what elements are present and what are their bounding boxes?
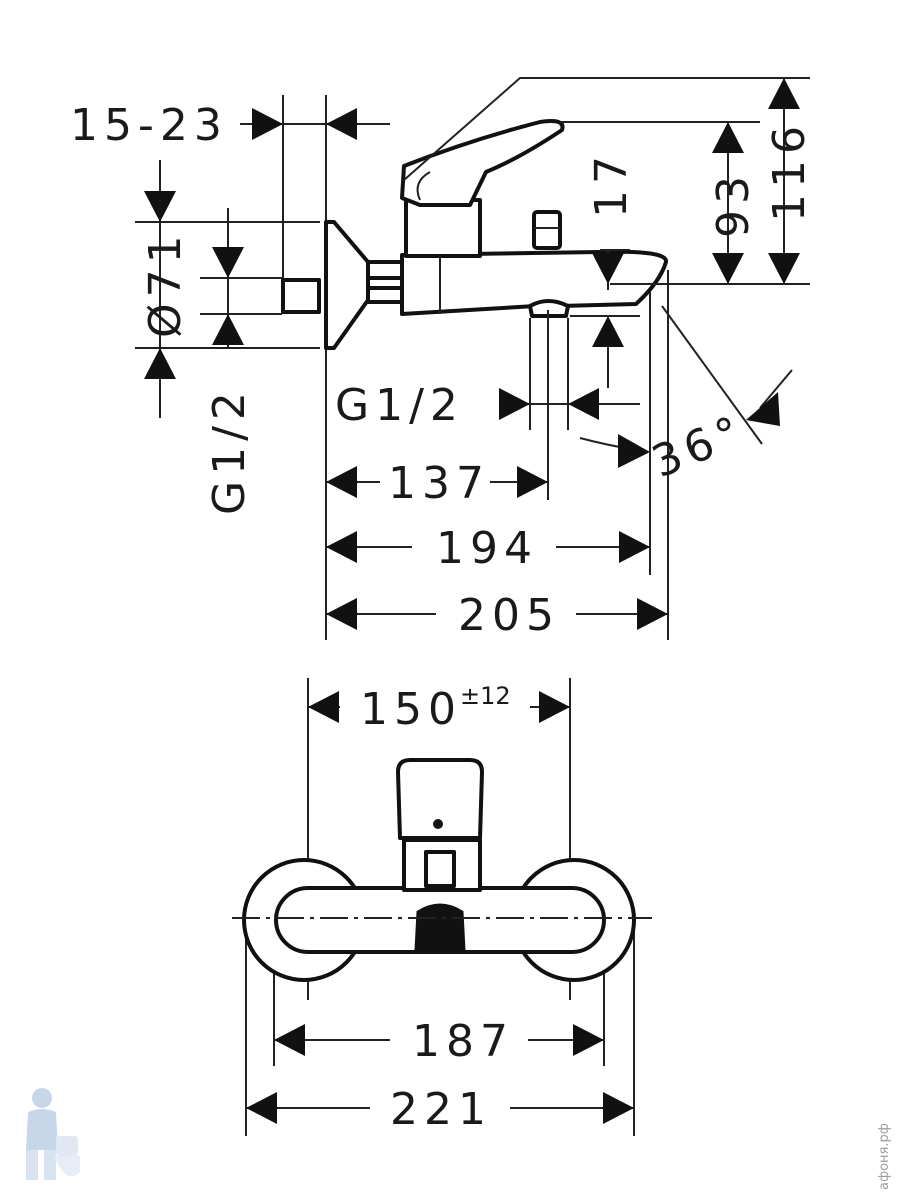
arrow-187-b xyxy=(573,1024,604,1056)
watermark-site: афоня.рф xyxy=(877,1123,892,1190)
arrow-150-a xyxy=(308,691,339,723)
arrow-g12-top xyxy=(212,247,244,278)
arrow-187-a xyxy=(274,1024,305,1056)
arrow-150-b xyxy=(539,691,570,723)
outlet-aerator xyxy=(528,299,570,318)
label-height-116: 116 xyxy=(764,120,815,222)
label-body-diameter: Ø71 xyxy=(140,229,191,338)
rosette xyxy=(324,220,370,350)
label-outlet-thread: G1/2 xyxy=(335,380,464,431)
arrow-17-bottom xyxy=(592,316,624,347)
arrow-137-a xyxy=(326,466,357,498)
label-spout-angle: 36° xyxy=(645,405,753,488)
lever-dot xyxy=(433,819,443,829)
arrow-g12o-b xyxy=(568,388,599,420)
arrow-d71-bottom xyxy=(144,348,176,379)
label-inlet-thread: G1/2 xyxy=(204,386,255,515)
plumber-mascot-icon xyxy=(26,1088,80,1180)
arrow-93-top xyxy=(712,122,744,153)
arrow-g12o-a xyxy=(499,388,530,420)
label-spout-17: 17 xyxy=(586,150,637,218)
angle-line xyxy=(661,305,763,445)
arrow-116-top xyxy=(768,78,800,109)
arrow-205-a xyxy=(326,598,357,630)
arrow-194-a xyxy=(326,531,357,563)
label-dim-187: 187 xyxy=(412,1016,514,1067)
label-depth-range: 15-23 xyxy=(70,100,228,151)
arrow-221-a xyxy=(246,1092,277,1124)
label-dim-137: 137 xyxy=(388,458,490,509)
side-view: 15-23 Ø71 G1/2 93 116 17 G1/2 xyxy=(70,77,815,641)
angle-leader xyxy=(759,369,793,409)
arrow-137-b xyxy=(517,466,548,498)
inlet-stub xyxy=(281,278,321,314)
front-stem xyxy=(424,850,456,888)
arrow-angle-a xyxy=(618,434,650,468)
front-outlet xyxy=(414,903,466,952)
arrow-15-23-b xyxy=(326,108,357,140)
nut-lower xyxy=(366,286,404,304)
lever-handle xyxy=(400,119,565,207)
front-view: 150 ±12 187 221 xyxy=(232,678,652,1136)
cartridge-housing xyxy=(404,198,482,258)
arrow-221-b xyxy=(603,1092,634,1124)
diverter-knob xyxy=(532,210,562,250)
lever-swing-line xyxy=(403,77,810,181)
arrow-d71-top xyxy=(144,191,176,222)
label-dim-205: 205 xyxy=(458,590,560,641)
lever-curve xyxy=(416,171,431,201)
front-lever xyxy=(396,758,484,840)
arrow-g12-bottom xyxy=(212,314,244,345)
arrow-194-b xyxy=(619,531,650,563)
nut-upper xyxy=(366,260,404,280)
label-center-tolerance: ±12 xyxy=(460,682,511,710)
label-center-distance: 150 xyxy=(360,684,462,735)
label-height-93: 93 xyxy=(708,170,759,238)
arrow-angle-b xyxy=(746,392,780,426)
label-dim-221: 221 xyxy=(390,1084,492,1135)
arrow-93-bottom xyxy=(712,253,744,284)
arrow-205-b xyxy=(637,598,668,630)
arrow-17-top xyxy=(592,253,624,284)
arrow-116-bottom xyxy=(768,253,800,284)
arrow-15-23-a xyxy=(252,108,283,140)
label-dim-194: 194 xyxy=(436,523,538,574)
